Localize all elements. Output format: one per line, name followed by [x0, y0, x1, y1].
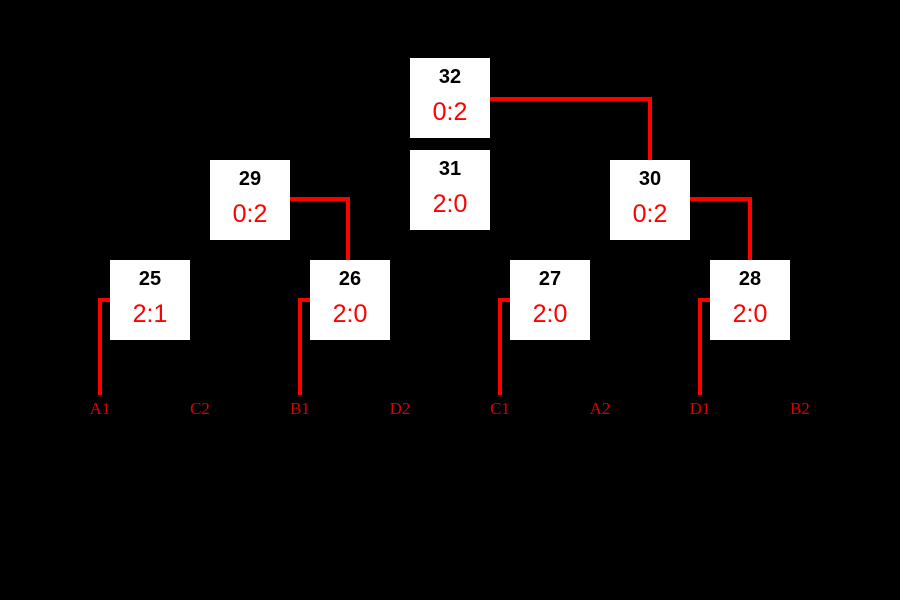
match-score: 2:1 — [132, 300, 168, 328]
match-number: 28 — [738, 268, 762, 290]
match-box-28[interactable]: 28 2:0 — [710, 260, 790, 340]
connector-29-26-horizontal — [290, 197, 350, 201]
match-box-26[interactable]: 26 2:0 — [310, 260, 390, 340]
connector-25-a1-horizontal — [98, 298, 110, 302]
match-number: 27 — [538, 268, 562, 290]
seed-label-d1: D1 — [689, 399, 711, 418]
seed-label-c2: C2 — [190, 399, 210, 418]
match-box-27[interactable]: 27 2:0 — [510, 260, 590, 340]
connector-32-30-horizontal — [490, 97, 652, 101]
match-box-25[interactable]: 25 2:1 — [110, 260, 190, 340]
seed-label-c1: C1 — [490, 399, 510, 418]
seed-label-a2: A2 — [589, 399, 611, 418]
match-score: 2:0 — [532, 300, 568, 328]
match-score: 2:0 — [732, 300, 768, 328]
match-box-29[interactable]: 29 0:2 — [210, 160, 290, 240]
match-number: 26 — [338, 268, 362, 290]
connector-30-28-vertical — [748, 197, 752, 260]
match-box-30[interactable]: 30 0:2 — [610, 160, 690, 240]
match-number: 32 — [438, 66, 462, 88]
match-score: 2:0 — [432, 190, 468, 218]
connector-25-a1-vertical — [98, 298, 102, 395]
match-box-32[interactable]: 32 0:2 — [410, 58, 490, 138]
seed-label-b1: B1 — [290, 399, 310, 418]
match-score: 0:2 — [632, 200, 668, 228]
match-number: 25 — [138, 268, 162, 290]
seed-label-d2: D2 — [389, 399, 411, 418]
connector-29-26-vertical — [346, 197, 350, 260]
connector-26-b1-vertical — [298, 298, 302, 395]
match-number: 31 — [438, 158, 462, 180]
connector-32-30-vertical — [648, 97, 652, 160]
seed-label-b2: B2 — [790, 399, 810, 418]
connector-27-c1-horizontal — [498, 298, 510, 302]
connector-26-b1-horizontal — [298, 298, 310, 302]
connector-27-c1-vertical — [498, 298, 502, 395]
match-box-31[interactable]: 31 2:0 — [410, 150, 490, 230]
match-score: 2:0 — [332, 300, 368, 328]
connector-30-28-horizontal — [690, 197, 750, 201]
connector-28-d1-vertical — [698, 298, 702, 395]
match-number: 29 — [238, 168, 262, 190]
seed-label-a1: A1 — [89, 399, 111, 418]
match-number: 30 — [638, 168, 662, 190]
connector-28-d1-horizontal — [698, 298, 710, 302]
match-score: 0:2 — [232, 200, 268, 228]
match-score: 0:2 — [432, 98, 468, 126]
